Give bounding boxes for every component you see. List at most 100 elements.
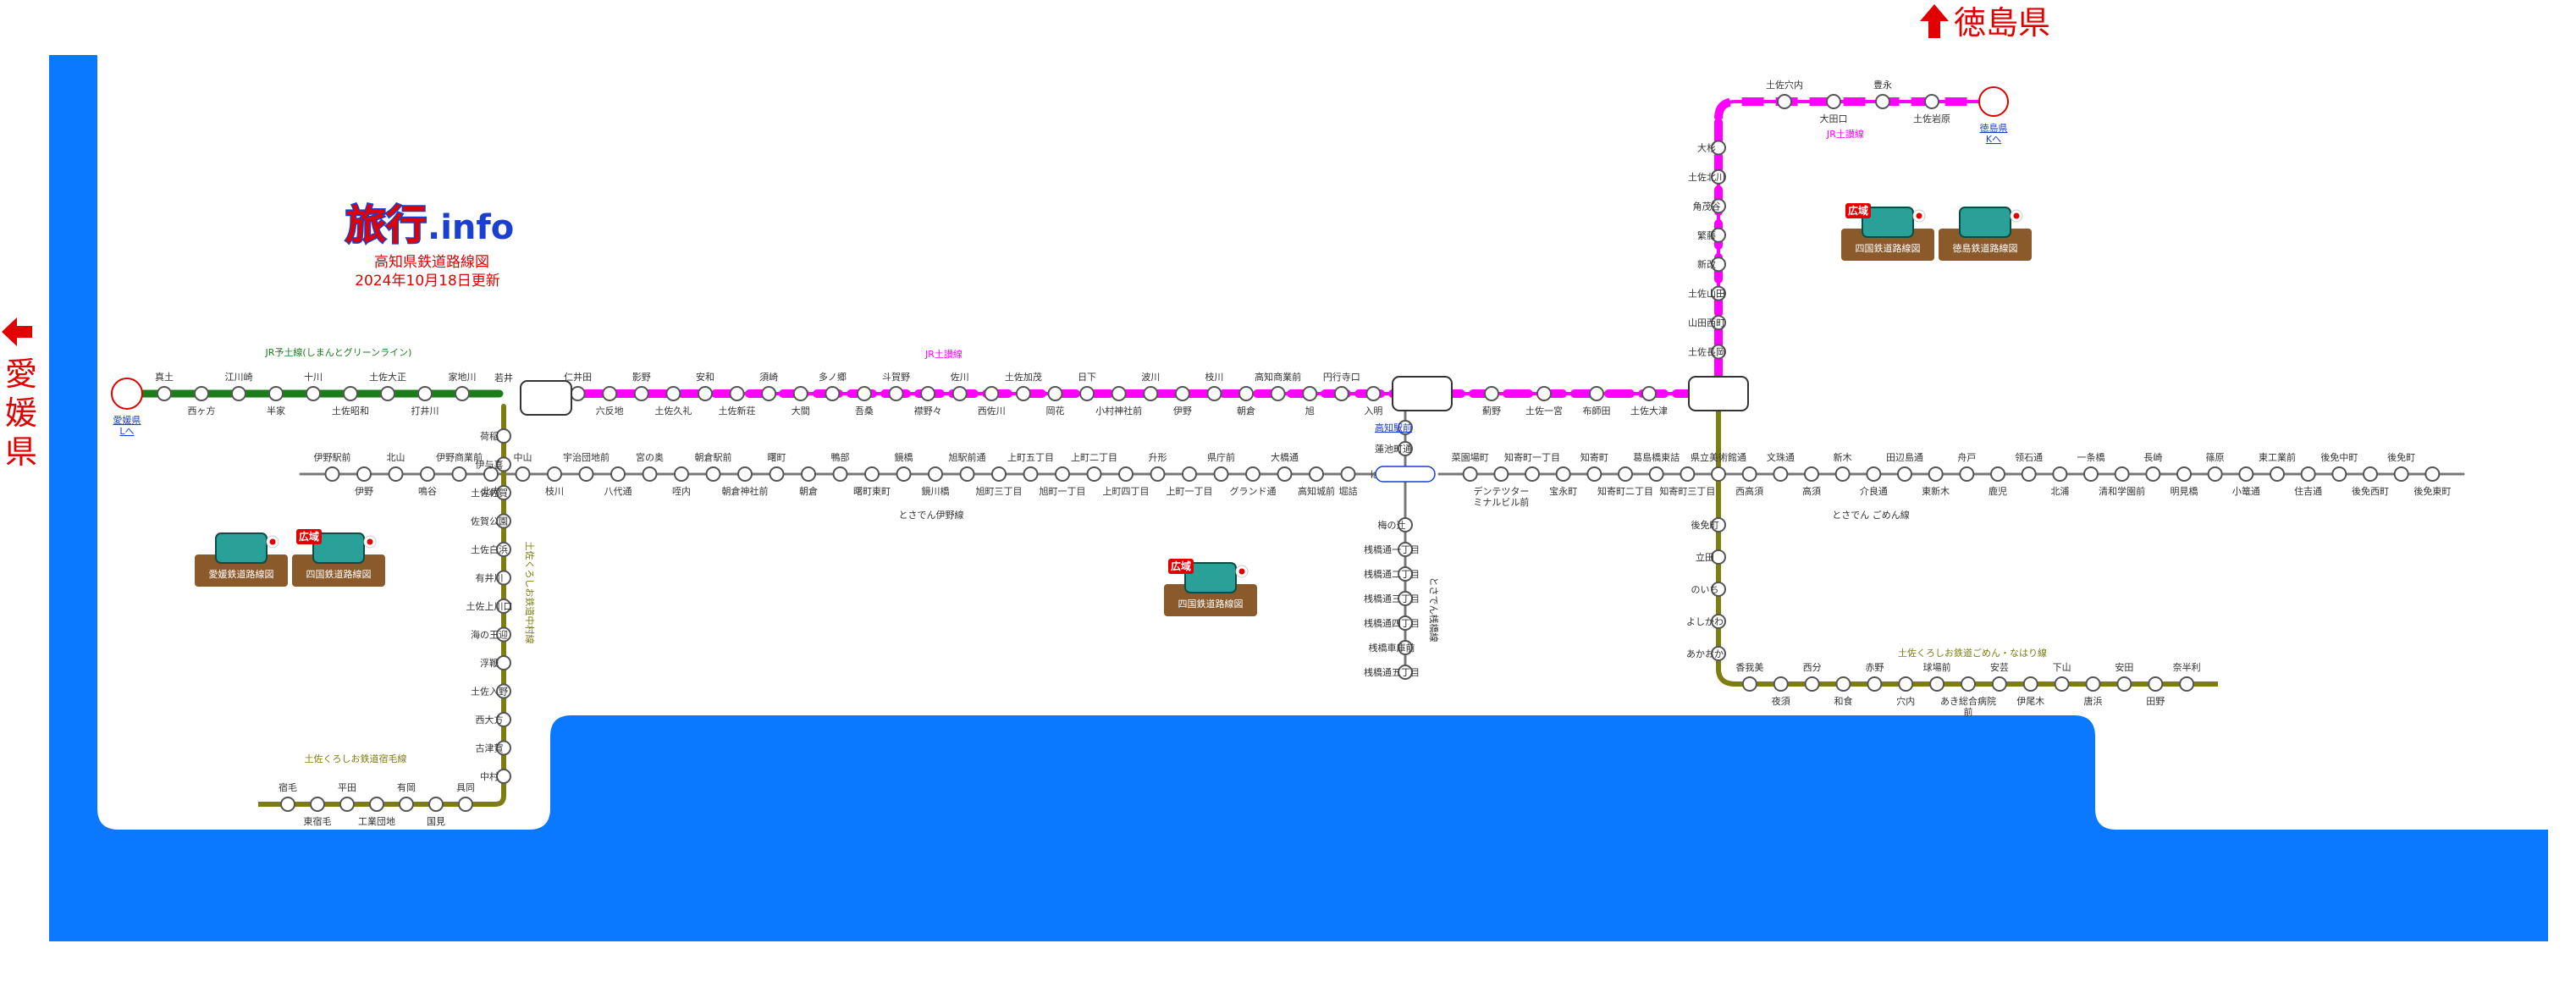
harimayabashi-box[interactable] <box>1375 466 1436 483</box>
station-桟橋通二丁目[interactable] <box>1398 566 1413 582</box>
station-香我美[interactable] <box>1741 676 1757 692</box>
station-土佐白浜[interactable] <box>496 542 511 557</box>
station-北山[interactable] <box>388 466 404 482</box>
station-西佐川[interactable] <box>984 386 1000 401</box>
station-唐浜[interactable] <box>2085 676 2101 692</box>
station-桟橋通一丁目[interactable] <box>1398 542 1413 557</box>
station-立田[interactable] <box>1711 549 1726 565</box>
station-具同[interactable] <box>458 797 473 812</box>
station-吾桑[interactable] <box>856 386 872 401</box>
station-のいち[interactable] <box>1711 582 1726 597</box>
station-土佐穴内[interactable] <box>1777 94 1792 109</box>
station-荷稲[interactable] <box>496 428 511 444</box>
station-上町一丁目[interactable] <box>1182 466 1197 482</box>
station-宮の奥[interactable] <box>642 466 658 482</box>
station-知寄町[interactable] <box>1586 466 1602 482</box>
station-土佐佐賀[interactable] <box>496 485 511 500</box>
station-須崎[interactable] <box>761 386 777 401</box>
station-土佐大正[interactable] <box>380 386 395 401</box>
station-古津賀[interactable] <box>496 740 511 756</box>
station-後免西町[interactable] <box>2363 466 2378 482</box>
station-斗賀野[interactable] <box>888 386 904 401</box>
station-安芸[interactable] <box>1991 676 2007 692</box>
station-あき総合病院前[interactable] <box>1961 676 1976 692</box>
station-旭駅前通[interactable] <box>959 466 975 482</box>
station-朝倉[interactable] <box>1238 386 1255 401</box>
station-東宿毛[interactable] <box>310 797 325 812</box>
station-有井川[interactable] <box>496 570 511 586</box>
station-中山[interactable] <box>515 466 531 482</box>
station-kubokawa[interactable] <box>520 380 572 416</box>
station-kochi[interactable] <box>1392 376 1453 411</box>
station-上町五丁目[interactable] <box>1023 466 1039 482</box>
station-円行寺口[interactable] <box>1333 386 1349 401</box>
station-土佐大津[interactable] <box>1641 386 1657 401</box>
station-大橋通[interactable] <box>1277 466 1293 482</box>
station-明見橋[interactable] <box>2176 466 2192 482</box>
station-文珠通[interactable] <box>1773 466 1789 482</box>
station-土佐山田[interactable] <box>1711 285 1726 301</box>
l-marker[interactable] <box>111 378 143 410</box>
station-土佐久礼[interactable] <box>665 386 681 401</box>
station-宝永町[interactable] <box>1555 466 1571 482</box>
station-蓮池町通[interactable] <box>1398 441 1413 456</box>
station-知寄町一丁目[interactable] <box>1525 466 1540 482</box>
station-高知駅前[interactable] <box>1398 420 1413 435</box>
station-後免町[interactable] <box>1711 517 1726 532</box>
station-平田[interactable] <box>339 797 355 812</box>
station-薊野[interactable] <box>1484 386 1499 401</box>
station-球場前[interactable] <box>1929 676 1945 692</box>
station-影野[interactable] <box>633 386 649 401</box>
station-小篭通[interactable] <box>2238 466 2254 482</box>
station-国見[interactable] <box>428 797 444 812</box>
station-旭[interactable] <box>1302 386 1318 401</box>
station-宇治団地前[interactable] <box>578 466 594 482</box>
station-土佐新荘[interactable] <box>729 386 745 401</box>
station-北内[interactable] <box>483 466 499 482</box>
station-介良通[interactable] <box>1866 466 1882 482</box>
station-繁藤[interactable] <box>1711 227 1726 243</box>
k-marker[interactable] <box>1978 86 2009 117</box>
station-土佐上川口[interactable] <box>496 599 511 614</box>
station-岡花[interactable] <box>1047 386 1063 401</box>
station-西大方[interactable] <box>496 712 511 727</box>
station-伊尾木[interactable] <box>2022 676 2038 692</box>
station-東新木[interactable] <box>1928 466 1944 482</box>
station-旭町三丁目[interactable] <box>991 466 1007 482</box>
station-伊野商業前[interactable] <box>451 466 467 482</box>
station-桟橋通五丁目[interactable] <box>1398 665 1413 680</box>
station-大間[interactable] <box>792 386 808 401</box>
station-篠原[interactable] <box>2207 466 2223 482</box>
station-咥内[interactable] <box>674 466 689 482</box>
station-伊野[interactable] <box>1174 386 1190 401</box>
station-赤野[interactable] <box>1867 676 1883 692</box>
station-新改[interactable] <box>1711 257 1726 273</box>
station-gomen[interactable] <box>1688 376 1749 411</box>
station-家地川[interactable] <box>455 386 470 401</box>
station-旭町一丁目[interactable] <box>1055 466 1070 482</box>
station-県庁前[interactable] <box>1213 466 1229 482</box>
station-土佐一宮[interactable] <box>1536 386 1552 401</box>
station-八代通[interactable] <box>610 466 626 482</box>
station-鹿児[interactable] <box>1990 466 2005 482</box>
station-小村神社前[interactable] <box>1111 386 1127 401</box>
station-高須[interactable] <box>1804 466 1819 482</box>
station-曙町東町[interactable] <box>864 466 880 482</box>
station-打井川[interactable] <box>417 386 433 401</box>
station-土佐岩原[interactable] <box>1924 94 1939 109</box>
station-襟野々[interactable] <box>920 386 936 401</box>
station-住吉通[interactable] <box>2300 466 2316 482</box>
station-高知城前[interactable] <box>1309 466 1324 482</box>
station-工業団地[interactable] <box>369 797 384 812</box>
station-下山[interactable] <box>2054 676 2070 692</box>
station-一条橋[interactable] <box>2083 466 2099 482</box>
station-豊永[interactable] <box>1875 94 1890 109</box>
station-上町四丁目[interactable] <box>1118 466 1134 482</box>
station-穴内[interactable] <box>1898 676 1914 692</box>
station-朝倉駅前[interactable] <box>705 466 721 482</box>
station-後免中町[interactable] <box>2331 466 2347 482</box>
station-大田口[interactable] <box>1826 94 1841 109</box>
station-有岡[interactable] <box>399 797 414 812</box>
